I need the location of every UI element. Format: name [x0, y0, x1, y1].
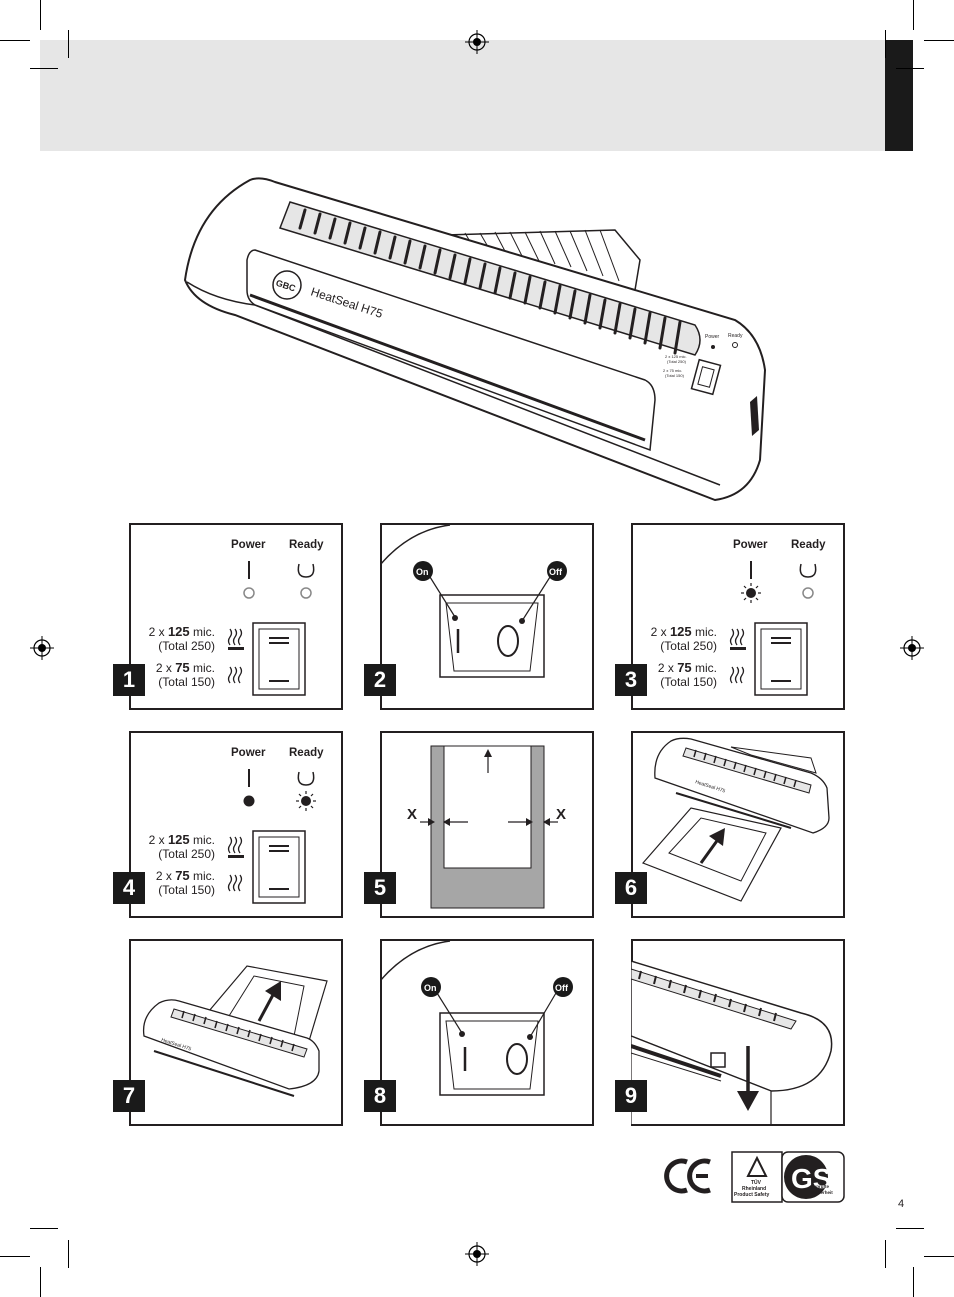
arrow-up-icon	[265, 981, 281, 1001]
heat-wave-icon	[227, 836, 243, 854]
registration-mark-icon	[30, 636, 54, 660]
rocker-switch	[227, 830, 306, 904]
led-indicators	[741, 561, 817, 603]
ready-led-icon	[802, 587, 814, 599]
ready-label: Ready	[791, 539, 826, 551]
switch-closeup: On Off	[380, 941, 573, 1096]
rocker-switch	[729, 622, 808, 696]
registration-mark-icon	[465, 1242, 489, 1266]
pouch-diagram: X X	[407, 745, 566, 909]
spec-thick: 2 x 125 mic.(Total 250)	[148, 832, 215, 862]
heat-wave-icon	[227, 874, 243, 892]
spec-thick: 2 x 125 mic.(Total 250)	[650, 624, 717, 654]
margin-left-label: X	[407, 806, 417, 823]
certification-marks: CE TÜV Rheinland Product Safety GS geprü…	[660, 1150, 845, 1203]
panel-step-9	[631, 939, 845, 1126]
panel-step-5: X X	[380, 731, 594, 918]
ready-label: Ready	[289, 747, 324, 759]
off-label: Off	[555, 983, 569, 993]
power-led-icon	[243, 587, 255, 599]
ready-led-icon	[300, 587, 312, 599]
tuv-mark-icon: TÜV Rheinland Product Safety	[731, 1151, 783, 1203]
arrow-up-icon	[709, 828, 725, 846]
power-led-icon	[243, 795, 255, 807]
svg-text:CE: CE	[660, 1150, 662, 1151]
on-label: On	[416, 567, 429, 577]
header-band	[40, 40, 885, 151]
power-led-icon	[741, 583, 761, 603]
gs-mark-icon: GS geprüfte Sicherheit	[781, 1151, 845, 1203]
off-label: Off	[549, 567, 563, 577]
panel-step-4: Power Ready 2 x 125 mic.(Total 250) 2 x …	[129, 731, 343, 918]
language-tab	[885, 40, 913, 151]
heat-wave-icon	[227, 628, 243, 646]
step-number: 4	[113, 872, 145, 904]
page-number: 4	[898, 1198, 905, 1210]
power-label: Power	[231, 747, 266, 759]
panel-step-7: HeatSeal H75	[129, 939, 343, 1126]
spec-thin: 2 x 75 mic.(Total 150)	[155, 660, 215, 690]
led-indicators	[243, 769, 316, 811]
step-number: 1	[113, 664, 145, 696]
spec-thick: 2 x 125 mic.(Total 250)	[148, 624, 215, 654]
rocker-switch	[227, 622, 306, 696]
small-spec-1: 2 x 125 mic.	[665, 354, 687, 359]
arrow-down-icon	[737, 1091, 759, 1111]
spec-thin: 2 x 75 mic.(Total 150)	[155, 868, 215, 898]
step-number: 6	[615, 872, 647, 904]
feeding-illustration: HeatSeal H75	[142, 965, 328, 1097]
step-number: 2	[364, 664, 396, 696]
panel-step-1: Power Ready 2 x 125 mic.(Total 250) 2 x …	[129, 523, 343, 710]
tuv-line3: Product Safety	[734, 1192, 770, 1198]
step-number: 8	[364, 1080, 396, 1112]
small-spec-2b: (Total 150)	[665, 373, 685, 378]
power-label: Power	[733, 539, 768, 551]
registration-mark-icon	[900, 636, 924, 660]
panel-step-8: On Off	[380, 939, 594, 1126]
small-power-label: Power	[705, 334, 720, 340]
small-spec-1b: (Total 250)	[667, 359, 687, 364]
spec-thin: 2 x 75 mic.(Total 150)	[657, 660, 717, 690]
registration-mark-icon	[465, 30, 489, 54]
ready-label: Ready	[289, 539, 324, 551]
arrow-up-icon	[484, 749, 492, 757]
step-number: 7	[113, 1080, 145, 1112]
insert-pouch-illustration: HeatSeal H75	[641, 737, 830, 902]
ce-mark-icon: CE	[660, 1150, 711, 1194]
tuv-line2: Rheinland	[742, 1186, 766, 1192]
panel-step-6: HeatSeal H75	[631, 731, 845, 918]
step-number: 3	[615, 664, 647, 696]
switch-closeup: On Off	[380, 525, 567, 678]
step-number: 5	[364, 872, 396, 904]
heat-wave-icon	[227, 666, 243, 684]
tuv-line1: TÜV	[751, 1179, 762, 1186]
step-number: 9	[615, 1080, 647, 1112]
ready-led-icon	[296, 791, 316, 811]
panel-step-2: On Off	[380, 523, 594, 710]
power-label: Power	[231, 539, 266, 551]
small-spec-2: 2 x 75 mic.	[663, 368, 682, 373]
heat-wave-icon	[729, 666, 745, 684]
gs-line1: geprüfte	[811, 1184, 829, 1189]
margin-right-label: X	[556, 806, 566, 823]
gs-mark: GS	[791, 1163, 831, 1194]
small-ready-label: Ready	[728, 333, 743, 339]
panel-step-3: Power Ready 2 x 125 mic.(Total 250) 2 x …	[631, 523, 845, 710]
heat-wave-icon	[729, 628, 745, 646]
gs-line2: Sicherheit	[811, 1190, 833, 1195]
led-indicators	[243, 561, 315, 599]
on-label: On	[424, 983, 437, 993]
laminator-illustration: GBC HeatSeal H75 Power Ready 2 x 125 mic…	[183, 177, 767, 502]
release-lever-illustration	[631, 960, 833, 1124]
